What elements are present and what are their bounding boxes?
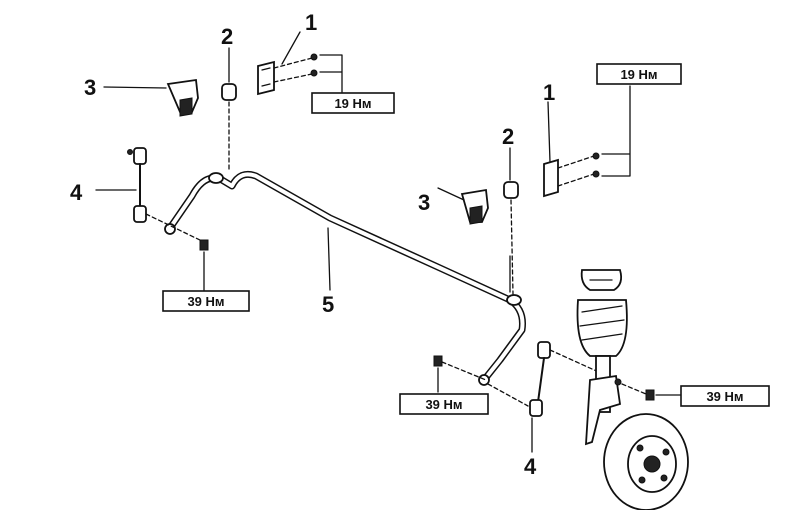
torque-bracket-right: 19 Нм [620, 67, 657, 82]
clamp-right [460, 188, 489, 225]
torque-link-right: 39 Нм [425, 397, 462, 412]
stabilizer-bar [164, 170, 526, 386]
callout-clamp-right: 3 [418, 190, 430, 215]
callout-link-right: 4 [524, 454, 537, 479]
torque-box-bracket-left: 19 Нм [311, 92, 395, 114]
torque-bracket-left: 19 Нм [334, 96, 371, 111]
torque-link-left: 39 Нм [187, 294, 224, 309]
clamp-left [103, 78, 199, 117]
link-right [433, 341, 613, 453]
torque-box-link-right: 39 Нм [399, 393, 489, 415]
leader-clamp-right [437, 187, 465, 201]
bushing-right [503, 147, 519, 295]
callout-bracket-right: 1 [543, 80, 555, 105]
bracket-left [257, 31, 343, 96]
callout-bushing-right: 2 [502, 124, 514, 149]
bracket-right [543, 85, 631, 198]
torque-box-bracket-right: 19 Нм [596, 63, 682, 85]
bushing-left [221, 47, 237, 173]
torque-box-strut: 39 Нм [680, 385, 770, 407]
link-left [95, 147, 209, 291]
callout-link-left: 4 [70, 180, 83, 205]
callout-bracket-left: 1 [305, 10, 317, 35]
callout-bushing-left: 2 [221, 24, 233, 49]
torque-box-link-left: 39 Нм [162, 290, 250, 312]
callout-stabilizer-bar: 5 [322, 292, 334, 317]
callout-clamp-left: 3 [84, 75, 96, 100]
strut-assembly [576, 269, 689, 510]
leader-stabilizer [327, 227, 331, 291]
torque-strut: 39 Нм [706, 389, 743, 404]
